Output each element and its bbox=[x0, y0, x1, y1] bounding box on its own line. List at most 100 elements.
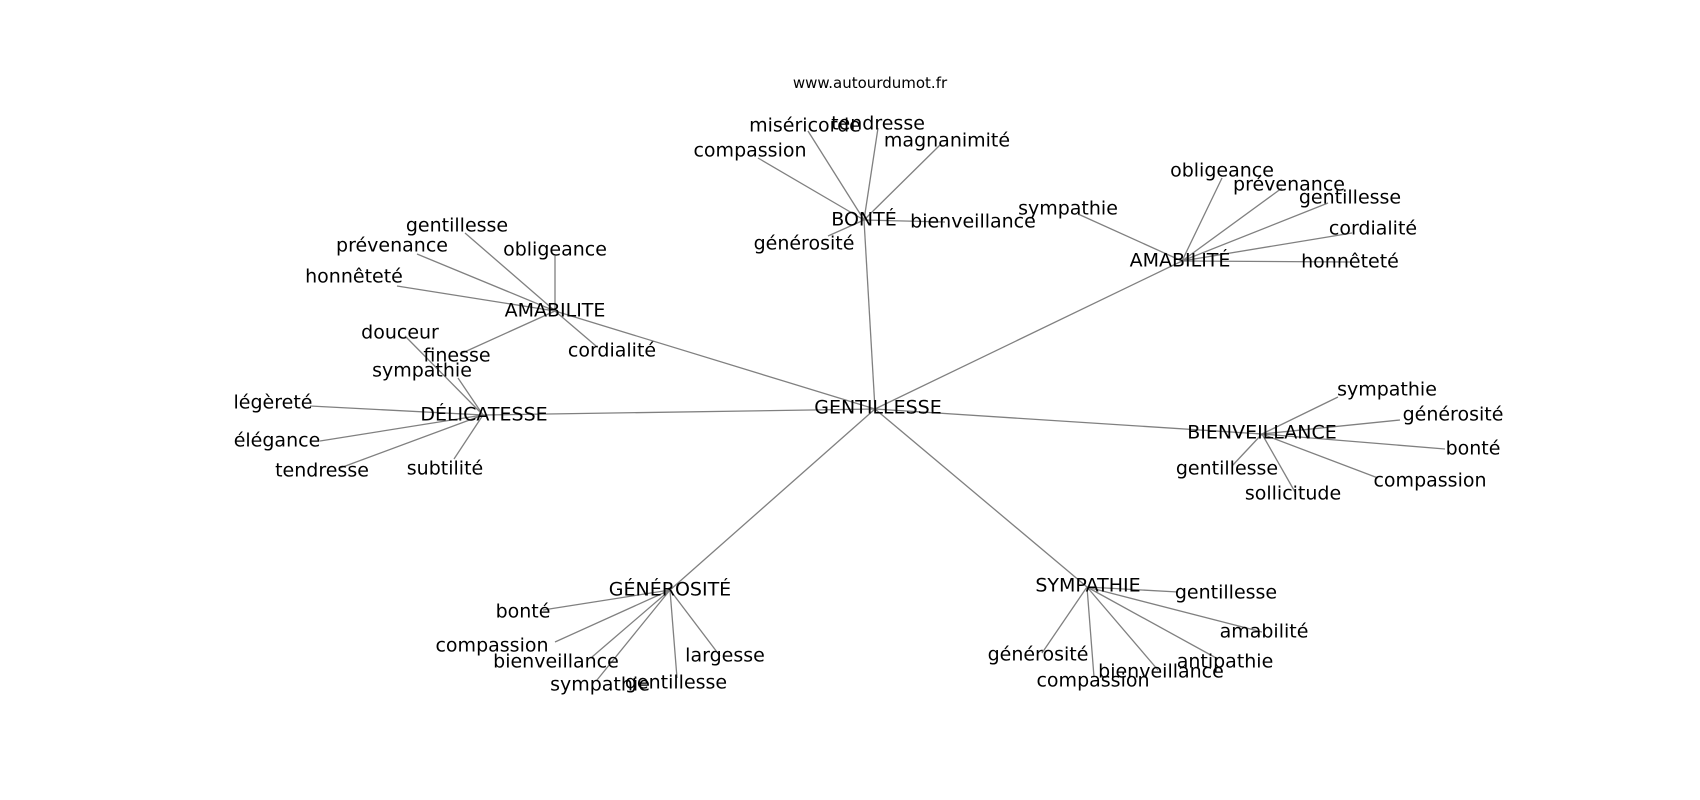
edge-amabilite-word-5 bbox=[459, 310, 556, 355]
edge-sympathie-word-5 bbox=[1086, 586, 1095, 678]
edge-amabilite-word-1 bbox=[416, 253, 556, 312]
edge-delicatesse-word-0 bbox=[404, 335, 484, 416]
word-node-sympathie-5: compassion bbox=[1036, 670, 1149, 692]
word-node-amabilite-1: prévenance bbox=[336, 235, 448, 257]
cluster-node-sympathie: SYMPATHIE bbox=[1035, 575, 1140, 597]
edge-center-bonte bbox=[863, 219, 876, 410]
word-node-delicatesse-4: tendresse bbox=[275, 460, 369, 482]
edge-delicatesse-word-4 bbox=[339, 414, 484, 469]
word-node-bonte-2: magnanimité bbox=[884, 130, 1010, 152]
cluster-node-bonte: BONTÉ bbox=[831, 208, 896, 231]
edge-center-delicatesse bbox=[482, 408, 876, 416]
cluster-node-amabilite: AMABILITE bbox=[505, 300, 606, 322]
edge-amabilite-word-3 bbox=[396, 285, 556, 312]
edge-amabilite-word-4 bbox=[554, 310, 597, 347]
edge-center-amabilite-accent bbox=[874, 260, 1183, 410]
edge-delicatesse-word-1 bbox=[457, 377, 484, 416]
edge-bienveillance-word-1 bbox=[1261, 419, 1401, 435]
edge-bonte-word-4 bbox=[863, 219, 946, 223]
word-node-bonte-5: générosité bbox=[754, 233, 855, 255]
word-node-generosite-0: bonté bbox=[496, 601, 551, 623]
edge-bienveillance-word-2 bbox=[1261, 433, 1446, 450]
word-node-amabilite-accent-3: sympathie bbox=[1018, 198, 1118, 220]
word-node-amabilite-5: finesse bbox=[423, 345, 490, 367]
word-node-bonte-3: compassion bbox=[693, 140, 806, 162]
edge-delicatesse-word-2 bbox=[309, 405, 484, 416]
edge-sympathie-word-3 bbox=[1041, 586, 1088, 654]
word-node-generosite-1: compassion bbox=[435, 635, 548, 657]
word-node-delicatesse-5: subtilité bbox=[407, 458, 483, 480]
word-node-amabilite-3: honnêteté bbox=[305, 266, 403, 288]
word-node-amabilite-2: obligeance bbox=[503, 239, 607, 261]
word-node-generosite-2: bienveillance bbox=[493, 651, 619, 673]
edge-delicatesse-word-3 bbox=[319, 414, 484, 442]
word-node-bienveillance-0: sympathie bbox=[1337, 379, 1437, 401]
edge-bonte-word-1 bbox=[863, 127, 879, 221]
center-node-label: GENTILLESSE bbox=[814, 397, 941, 419]
edge-sympathie-word-1 bbox=[1086, 586, 1263, 633]
edge-amabilite-word-0 bbox=[464, 232, 556, 312]
edge-center-bienveillance bbox=[874, 408, 1263, 435]
word-node-amabilite-4: cordialité bbox=[568, 340, 656, 362]
word-node-bonte-4: bienveillance bbox=[910, 211, 1036, 233]
word-node-bonte-0: miséricorde bbox=[749, 115, 861, 137]
word-node-delicatesse-1: sympathie bbox=[372, 360, 472, 382]
word-node-bienveillance-4: compassion bbox=[1373, 470, 1486, 492]
word-node-amabilite-accent-4: cordialité bbox=[1329, 218, 1417, 240]
word-node-amabilite-accent-0: obligeance bbox=[1170, 160, 1274, 182]
cluster-node-amabilite-accent: AMABILITÉ bbox=[1130, 249, 1231, 272]
edge-generosite-word-1 bbox=[554, 589, 671, 643]
word-node-sympathie-3: générosité bbox=[988, 644, 1089, 666]
word-node-generosite-5: gentillesse bbox=[625, 672, 727, 694]
word-node-amabilite-0: gentillesse bbox=[406, 215, 508, 237]
word-node-generosite-4: sympathie bbox=[550, 674, 650, 696]
word-node-amabilite-accent-2: gentillesse bbox=[1299, 187, 1401, 209]
edge-generosite-word-0 bbox=[542, 589, 671, 611]
cluster-node-bienveillance: BIENVEILLANCE bbox=[1187, 422, 1337, 444]
word-node-generosite-3: largesse bbox=[685, 645, 765, 667]
edge-generosite-word-4 bbox=[596, 589, 671, 681]
edge-amabilite-accent-word-0 bbox=[1181, 177, 1223, 262]
edge-amabilite-accent-word-3 bbox=[1077, 213, 1183, 262]
edge-sympathie-word-0 bbox=[1086, 586, 1179, 593]
edge-bienveillance-word-3 bbox=[1231, 433, 1263, 467]
edge-amabilite-accent-word-2 bbox=[1181, 202, 1329, 262]
word-node-sympathie-1: amabilité bbox=[1220, 621, 1309, 643]
word-node-bienveillance-1: générosité bbox=[1403, 404, 1504, 426]
edge-bonte-word-2 bbox=[863, 144, 941, 221]
site-url: www.autourdumot.fr bbox=[793, 74, 948, 92]
edge-amabilite-accent-word-5 bbox=[1181, 260, 1351, 263]
edge-delicatesse-word-5 bbox=[453, 414, 484, 460]
cluster-node-delicatesse: DÉLICATESSE bbox=[420, 403, 547, 426]
word-node-amabilite-accent-1: prévenance bbox=[1233, 174, 1345, 196]
edge-amabilite-accent-word-1 bbox=[1181, 187, 1283, 262]
edge-bonte-word-5 bbox=[827, 219, 865, 237]
word-node-sympathie-4: bienveillance bbox=[1098, 661, 1224, 683]
edge-generosite-word-5 bbox=[669, 589, 678, 679]
edge-generosite-word-3 bbox=[669, 589, 721, 657]
edge-center-generosite bbox=[669, 408, 876, 591]
word-node-bienveillance-5: sollicitude bbox=[1245, 483, 1341, 505]
edge-bienveillance-word-0 bbox=[1261, 396, 1339, 435]
edge-generosite-word-2 bbox=[591, 589, 671, 658]
word-node-delicatesse-3: élégance bbox=[234, 430, 321, 452]
word-node-bonte-1: tendresse bbox=[831, 113, 925, 135]
edge-bonte-word-3 bbox=[757, 157, 865, 221]
word-node-bienveillance-3: gentillesse bbox=[1176, 458, 1278, 480]
edge-sympathie-word-2 bbox=[1086, 586, 1219, 660]
word-node-amabilite-accent-5: honnêteté bbox=[1301, 251, 1399, 273]
word-node-sympathie-2: antipathie bbox=[1177, 651, 1274, 673]
graph-edges bbox=[309, 127, 1446, 681]
edge-bonte-word-0 bbox=[807, 130, 865, 221]
word-node-delicatesse-0: douceur bbox=[361, 322, 439, 344]
word-node-sympathie-0: gentillesse bbox=[1175, 582, 1277, 604]
edge-center-amabilite bbox=[554, 310, 876, 410]
edge-bienveillance-word-5 bbox=[1261, 433, 1296, 493]
edge-amabilite-accent-word-4 bbox=[1181, 232, 1353, 262]
edge-sympathie-word-4 bbox=[1086, 586, 1159, 671]
word-node-delicatesse-2: légèreté bbox=[234, 392, 313, 414]
graph-labels: GENTILLESSEBONTÉmiséricordetendressemagn… bbox=[234, 113, 1504, 696]
word-node-bienveillance-2: bonté bbox=[1446, 438, 1501, 460]
edge-center-sympathie bbox=[874, 408, 1088, 588]
